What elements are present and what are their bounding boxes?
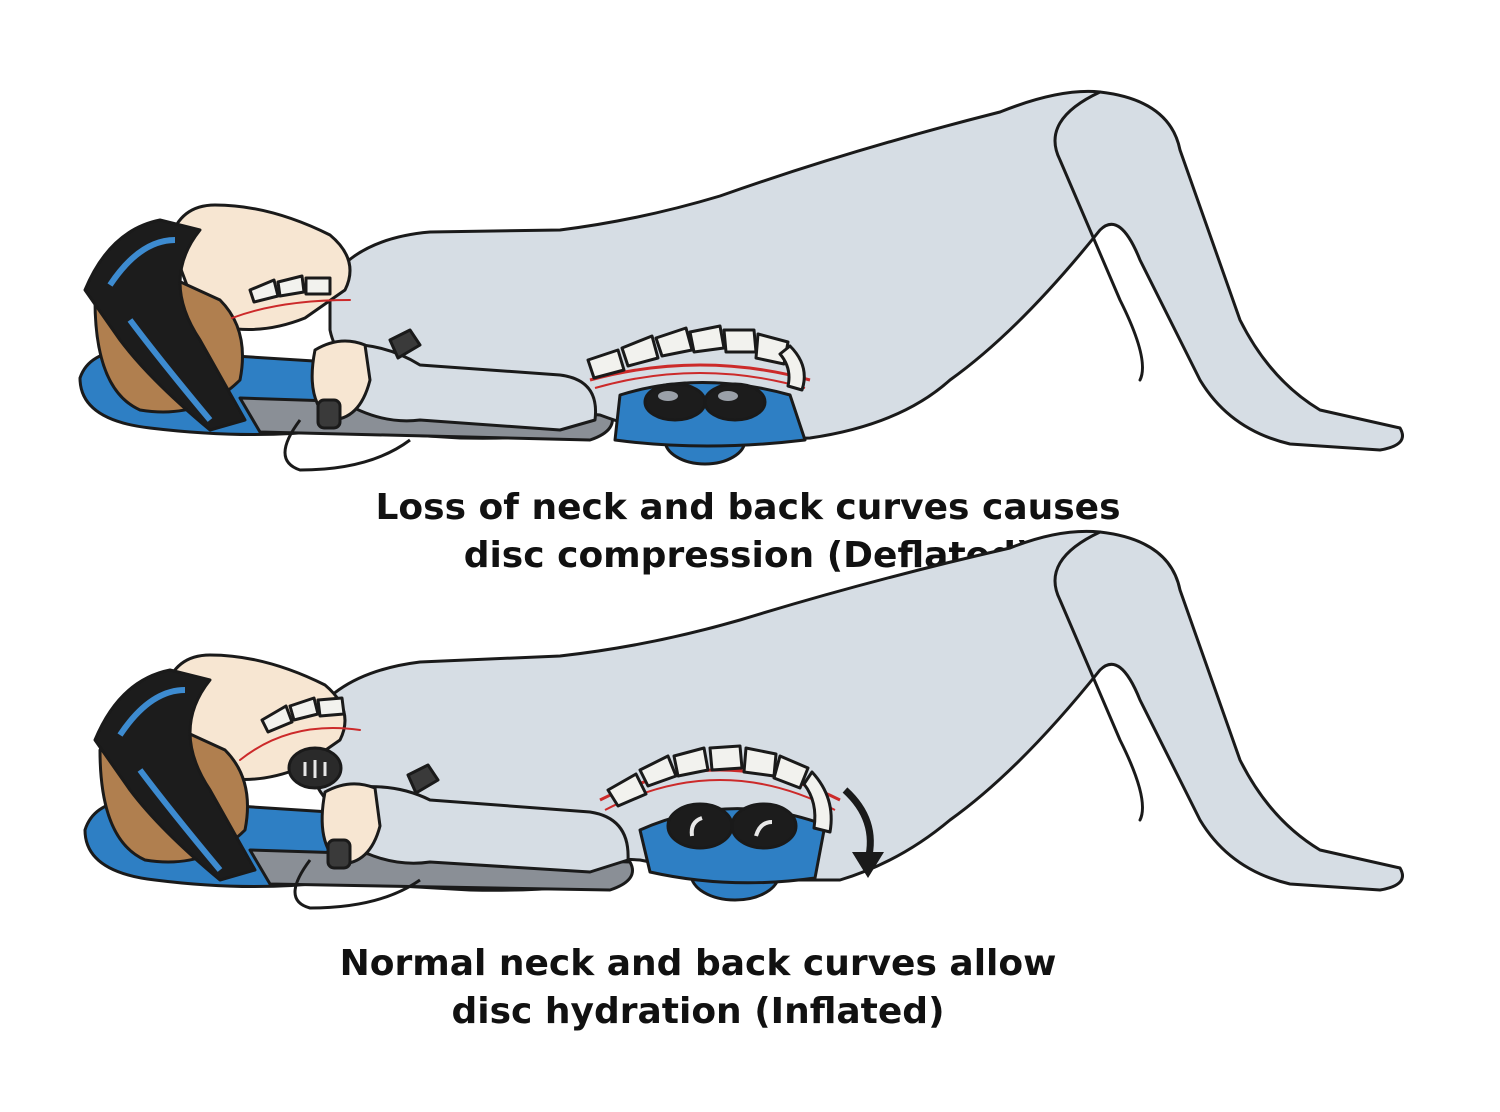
lumbar-support-inflated	[638, 802, 827, 902]
head-deflated	[83, 203, 352, 432]
cervical-spine-deflated	[231, 274, 351, 319]
caption-inflated-line1: Normal neck and back curves allow	[339, 943, 1057, 984]
caption-inflated-line2: disc hydration (Inflated)	[451, 991, 945, 1032]
caption-inflated: Normal neck and back curves allow disc h…	[0, 940, 1448, 1036]
caption-deflated-line1: Loss of neck and back curves causes	[375, 487, 1121, 528]
neck-air-bladder-icon	[287, 746, 343, 790]
spine-icon	[599, 744, 841, 834]
head-inflated	[93, 653, 347, 882]
spine-icon	[586, 324, 811, 392]
lumbar-support-deflated	[613, 381, 807, 466]
hand-pump-icon	[283, 328, 422, 472]
air-bladder-icon	[666, 802, 734, 850]
body-suit-inflated	[308, 529, 1404, 892]
cervical-spine-inflated	[239, 696, 361, 761]
hand-pump-icon	[293, 763, 440, 910]
